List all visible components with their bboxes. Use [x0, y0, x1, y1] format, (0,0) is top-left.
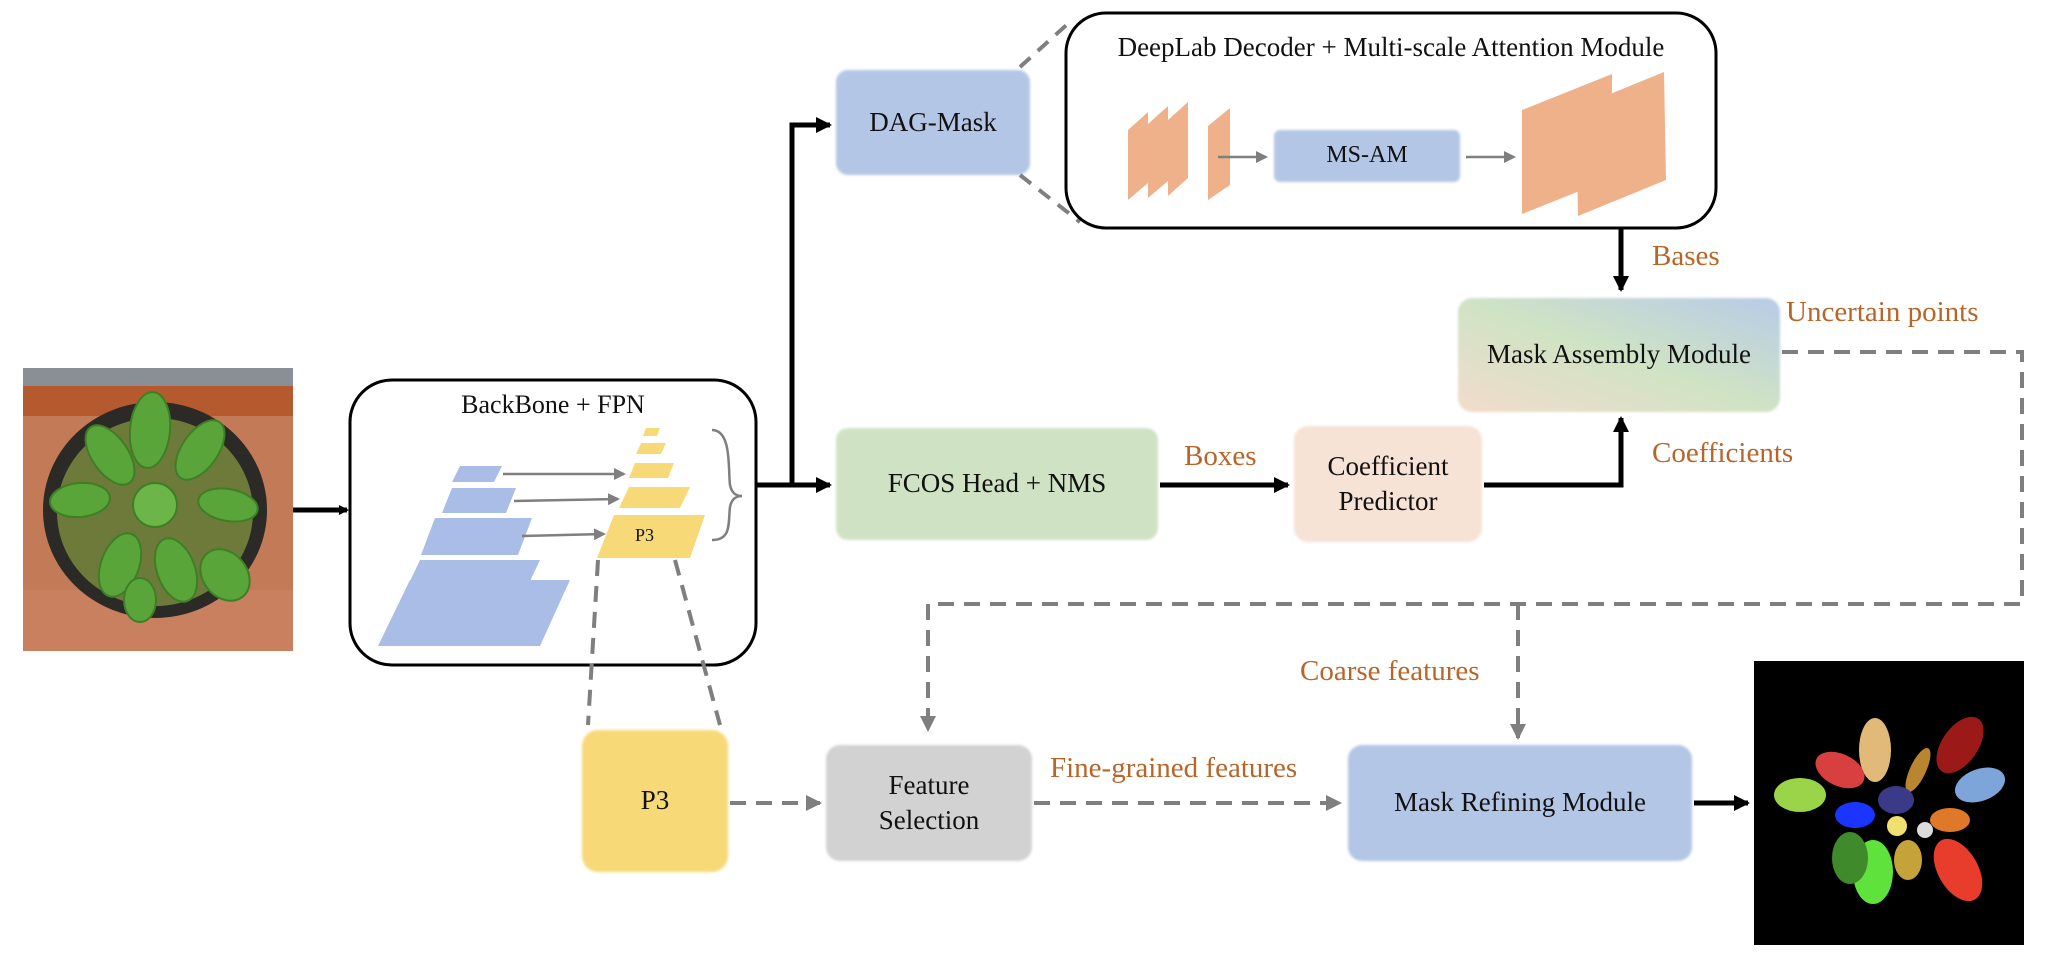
- edge-label-fine-grained-features: Fine-grained features: [1050, 752, 1298, 784]
- decoder-title: DeepLab Decoder + Multi-scale Attention …: [1117, 32, 1665, 62]
- arrow-backbone-branches: [756, 117, 832, 493]
- p3-label: P3: [640, 785, 670, 816]
- decoder-input-features: [1128, 102, 1230, 200]
- backbone-pyramid: [378, 466, 570, 646]
- fcos-label: FCOS Head + NMS: [887, 468, 1107, 499]
- fcos-box: [836, 428, 1158, 540]
- coefficient-predictor-line1: Coefficient: [1327, 450, 1449, 481]
- decoder-output-features: [1522, 72, 1666, 216]
- fpn-pyramid: [597, 428, 705, 558]
- p3-zoom-right: [673, 559, 722, 726]
- dag-zoom-bottom: [1018, 173, 1082, 224]
- segmentation-mask: [1754, 661, 2024, 945]
- dag-mask-box: [836, 70, 1030, 175]
- fpn-p3-tag: P3: [634, 525, 654, 545]
- arrow-coefficients: [1484, 416, 1629, 488]
- coefficient-predictor-box: [1294, 426, 1482, 542]
- feature-selection-line1: Feature: [888, 769, 970, 800]
- p3-zoom-left: [586, 559, 600, 726]
- coefficient-predictor-label: Coefficient Predictor: [1294, 426, 1482, 542]
- coefficient-predictor-line2: Predictor: [1338, 486, 1438, 516]
- mask-refining-label: Mask Refining Module: [1394, 787, 1646, 818]
- fpn-lateral-arrows: [503, 468, 626, 541]
- fpn-brace: [711, 428, 743, 542]
- msam-label: MS-AM: [1326, 142, 1408, 169]
- edge-label-uncertain-points: Uncertain points: [1786, 296, 1979, 328]
- mask-assembly-label: Mask Assembly Module: [1486, 339, 1751, 370]
- edge-label-coefficients: Coefficients: [1652, 437, 1794, 469]
- backbone-title: BackBone + FPN: [461, 390, 645, 419]
- edge-label-coarse-features: Coarse features: [1300, 655, 1480, 687]
- mask-assembly-box: [1458, 298, 1780, 412]
- feature-selection-label: Feature Selection: [826, 745, 1032, 861]
- edge-label-bases: Bases: [1652, 240, 1720, 272]
- mask-refining-box: [1348, 745, 1692, 861]
- edge-label-boxes: Boxes: [1184, 440, 1257, 472]
- msam-box: [1274, 130, 1460, 182]
- dag-zoom-top: [1018, 18, 1074, 69]
- feature-selection-line2: Selection: [878, 805, 980, 835]
- feature-selection-box: [826, 745, 1032, 861]
- dag-mask-label: DAG-Mask: [869, 106, 997, 137]
- p3-box: [582, 730, 728, 872]
- plant-photo: [23, 368, 293, 651]
- arrow-uncertain-points: [920, 350, 2024, 732]
